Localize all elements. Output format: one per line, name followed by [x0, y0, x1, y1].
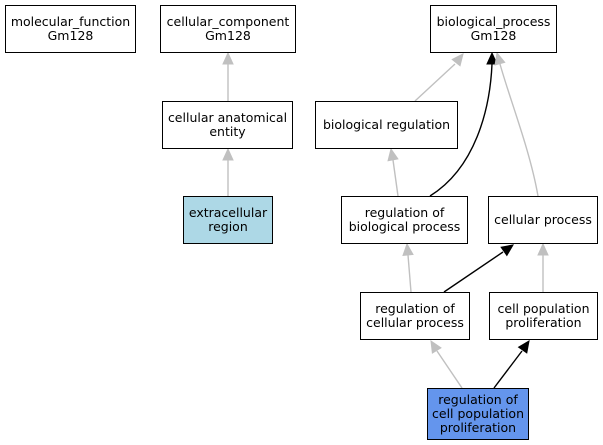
edge-biological-regulation-to-biological-process	[414, 53, 464, 102]
arrowhead-icon	[222, 51, 234, 65]
arrowhead-icon	[500, 244, 514, 257]
node-label: regulation of cellular process	[366, 301, 464, 330]
edge-extracellular-region-to-cellular-anatomical-entity	[222, 147, 234, 196]
node-cell-population-proliferation[interactable]: cell population proliferation	[489, 292, 598, 340]
edge-regulation-of-biological-process-to-biological-process	[429, 51, 498, 197]
edge-line	[392, 159, 399, 197]
node-label: cellular_component Gm128	[166, 14, 290, 43]
edge-regulation-of-cell-population-proliferation-to-cell-population-proliferation	[493, 340, 530, 389]
node-label: biological_process Gm128	[436, 14, 551, 43]
edge-line	[436, 350, 463, 389]
node-regulation-of-biological-process[interactable]: regulation of biological process	[341, 196, 468, 244]
node-cellular-component[interactable]: cellular_component Gm128	[160, 5, 296, 53]
arrowhead-icon	[517, 340, 530, 354]
node-label: molecular_function Gm128	[10, 14, 131, 43]
edge-cellular-process-to-biological-process	[494, 51, 539, 197]
edge-cell-population-proliferation-to-cellular-process	[537, 242, 549, 292]
arrowhead-icon	[387, 147, 399, 162]
edge-line	[407, 254, 412, 293]
edge-line	[414, 63, 456, 102]
arrowhead-icon	[222, 147, 234, 161]
edge-regulation-of-biological-process-to-biological-regulation	[387, 147, 399, 197]
node-label: cell population proliferation	[497, 301, 590, 330]
node-label: cellular process	[494, 212, 592, 227]
node-label: regulation of cell population proliferat…	[432, 392, 524, 435]
node-cellular-process[interactable]: cellular process	[488, 196, 598, 244]
arrowhead-icon	[537, 242, 549, 256]
node-label: cellular anatomical entity	[167, 110, 288, 139]
arrowhead-icon	[486, 51, 498, 65]
arrowhead-icon	[451, 53, 464, 67]
edge-line	[493, 350, 523, 389]
edge-line	[499, 63, 539, 197]
arrowhead-icon	[430, 339, 442, 354]
node-molecular-function[interactable]: molecular_function Gm128	[5, 5, 136, 53]
node-biological-process[interactable]: biological_process Gm128	[430, 5, 557, 53]
node-label: biological regulation	[322, 117, 451, 132]
edge-cellular-anatomical-entity-to-cellular-component	[222, 51, 234, 101]
node-regulation-of-cell-population-proliferation[interactable]: regulation of cell population proliferat…	[427, 388, 529, 440]
node-extracellular-region[interactable]: extracellular region	[183, 196, 273, 244]
edge-line	[443, 251, 504, 293]
edge-regulation-of-cell-population-proliferation-to-regulation-of-cellular-process	[430, 339, 463, 389]
node-label: regulation of biological process	[348, 205, 461, 234]
edge-regulation-of-cellular-process-to-cellular-process	[443, 244, 514, 293]
node-biological-regulation[interactable]: biological regulation	[315, 101, 458, 149]
edge-regulation-of-cellular-process-to-regulation-of-biological-process	[402, 242, 414, 293]
node-cellular-anatomical-entity[interactable]: cellular anatomical entity	[162, 101, 293, 149]
node-regulation-of-cellular-process[interactable]: regulation of cellular process	[360, 292, 470, 340]
arrowhead-icon	[494, 51, 506, 66]
edge-line	[429, 63, 493, 197]
node-label: extracellular region	[188, 205, 268, 234]
arrowhead-icon	[402, 242, 414, 256]
